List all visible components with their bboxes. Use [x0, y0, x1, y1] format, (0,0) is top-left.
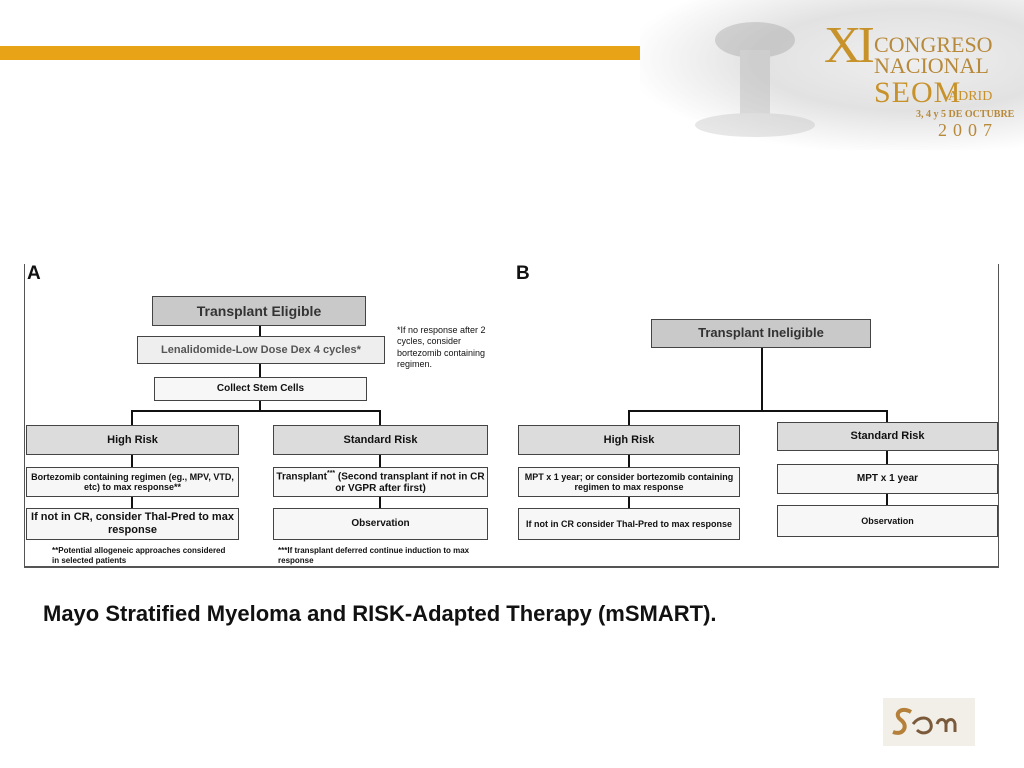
national-word: NACIONAL	[874, 53, 989, 78]
panel-border-bottom	[24, 566, 999, 568]
connector	[131, 410, 133, 426]
induction-box: Lenalidomide-Low Dose Dex 4 cycles*	[137, 336, 385, 364]
transplant-footnote-marker: ***	[326, 470, 336, 477]
connector	[259, 400, 261, 412]
transplant-eligible-box: Transplant Eligible	[152, 296, 366, 326]
connector	[379, 410, 381, 426]
connector	[259, 364, 261, 378]
congress-roman-numeral: XI	[824, 17, 875, 74]
footnote-transplant-deferred: ***If transplant deferred continue induc…	[278, 546, 470, 565]
transplant-detail: (Second transplant if not in CR or VGPR …	[335, 471, 485, 494]
collect-stem-cells-box: Collect Stem Cells	[154, 377, 367, 401]
standard-risk-box-a: Standard Risk	[273, 425, 488, 455]
standard-risk-step1-b: MPT x 1 year	[777, 464, 998, 494]
city-word: ADRID	[948, 89, 993, 104]
high-risk-box-b: High Risk	[518, 425, 740, 455]
panel-a-label: A	[27, 263, 41, 284]
connector	[131, 454, 133, 468]
high-risk-step1-a: Bortezomib containing regimen (eg., MPV,…	[26, 467, 239, 497]
panel-border-right	[998, 264, 999, 568]
connector	[886, 410, 888, 422]
congress-word: CONGRESO	[874, 32, 993, 57]
connector	[131, 496, 133, 508]
connector	[379, 496, 381, 508]
header-background	[640, 0, 1024, 150]
connector	[131, 410, 381, 412]
connector	[761, 347, 763, 411]
connector	[886, 450, 888, 465]
standard-risk-step1-a: Transplant*** (Second transplant if not …	[273, 467, 488, 497]
transplant-ineligible-box: Transplant Ineligible	[651, 319, 871, 348]
seom-word: SEOM	[874, 76, 962, 109]
microscope-decoration-icon	[695, 22, 815, 137]
panel-b-label: B	[516, 263, 530, 284]
panel-border-left	[24, 264, 25, 568]
slide-caption: Mayo Stratified Myeloma and RISK-Adapted…	[43, 601, 717, 626]
standard-risk-box-b: Standard Risk	[777, 422, 998, 451]
connector	[628, 410, 888, 412]
accent-bar	[0, 46, 820, 60]
connector	[628, 410, 630, 426]
high-risk-step2-b: If not in CR consider Thal-Pred to max r…	[518, 508, 740, 540]
high-risk-step2-a: If not in CR, consider Thal-Pred to max …	[26, 508, 239, 540]
footnote-allogeneic: **Potential allogeneic approaches consid…	[52, 546, 226, 565]
congress-dates: 3, 4 y 5 DE OCTUBRE	[916, 109, 1015, 120]
transplant-text: Transplant	[276, 471, 327, 483]
high-risk-step1-b: MPT x 1 year; or consider bortezomib con…	[518, 467, 740, 497]
induction-note: *If no response after 2 cycles, consider…	[397, 325, 486, 369]
connector	[259, 325, 261, 337]
connector	[379, 454, 381, 468]
high-risk-box-a: High Risk	[26, 425, 239, 455]
connector	[886, 493, 888, 505]
standard-risk-step2-a: Observation	[273, 508, 488, 540]
connector	[628, 496, 630, 508]
connector	[628, 454, 630, 468]
standard-risk-step2-b: Observation	[777, 505, 998, 537]
congress-year: 2007	[938, 120, 998, 140]
seom-logo-icon	[883, 698, 975, 746]
